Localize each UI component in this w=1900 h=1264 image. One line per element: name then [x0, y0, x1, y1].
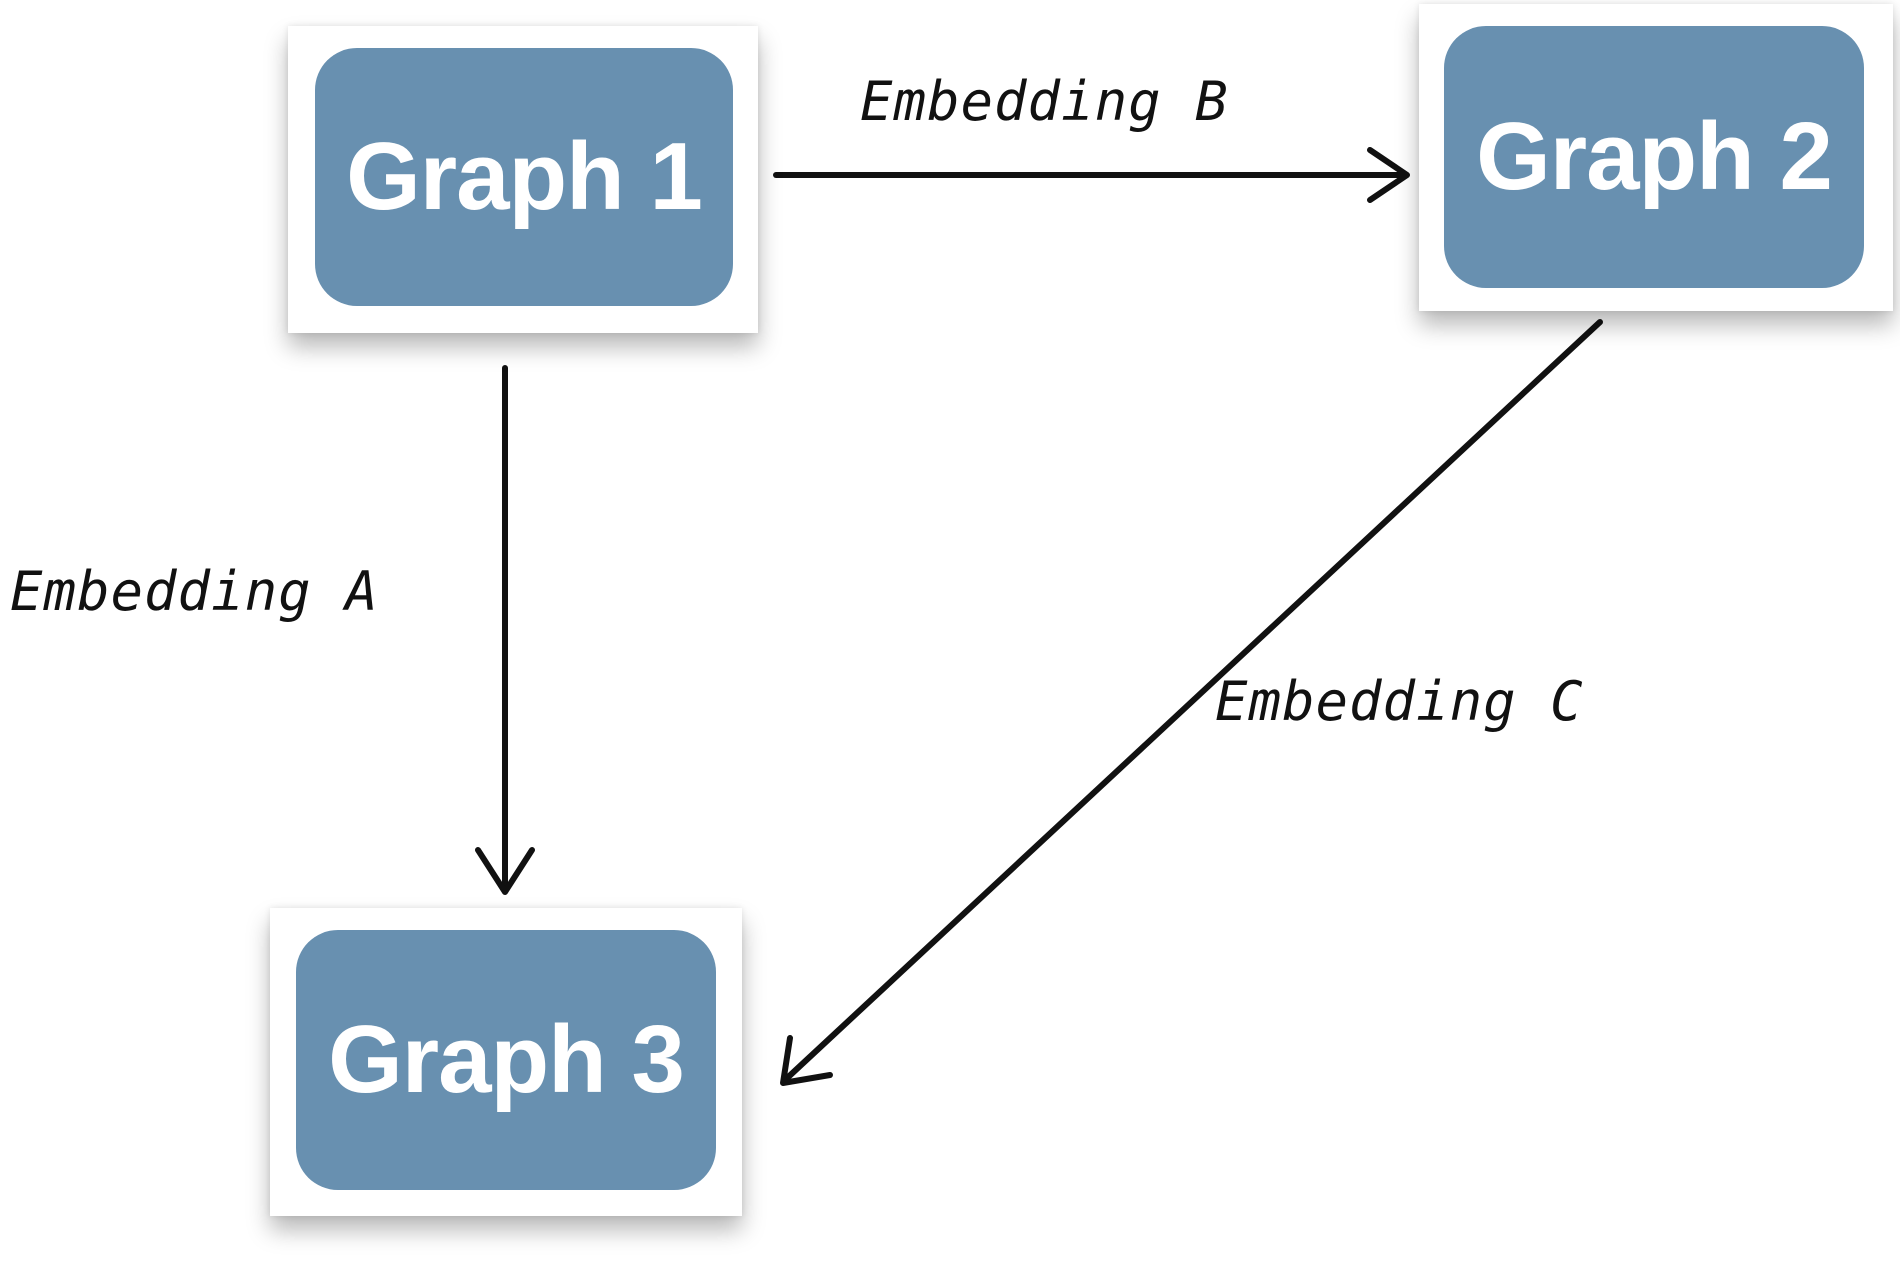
graph-3-node[interactable]: Graph 3 [296, 930, 716, 1190]
embedding-c-label: Embedding C [1215, 670, 1584, 733]
graph-3-label: Graph 3 [328, 1006, 685, 1113]
arrowhead-embedding-b [1367, 147, 1410, 203]
graph-2-label: Graph 2 [1476, 103, 1833, 210]
graph-1-node[interactable]: Graph 1 [315, 48, 733, 306]
graph-1-label: Graph 1 [346, 123, 703, 230]
arrowhead-embedding-a [475, 847, 535, 895]
graph-1-card: Graph 1 [288, 26, 758, 333]
graph-3-card: Graph 3 [270, 908, 742, 1216]
graph-2-node[interactable]: Graph 2 [1444, 26, 1864, 288]
embedding-b-label: Embedding B [860, 70, 1229, 133]
arrow-embedding-c [782, 319, 1603, 1083]
graph-2-card: Graph 2 [1419, 4, 1893, 311]
embedding-a-label: Embedding A [10, 560, 379, 623]
arrowhead-embedding-c [780, 1035, 833, 1086]
